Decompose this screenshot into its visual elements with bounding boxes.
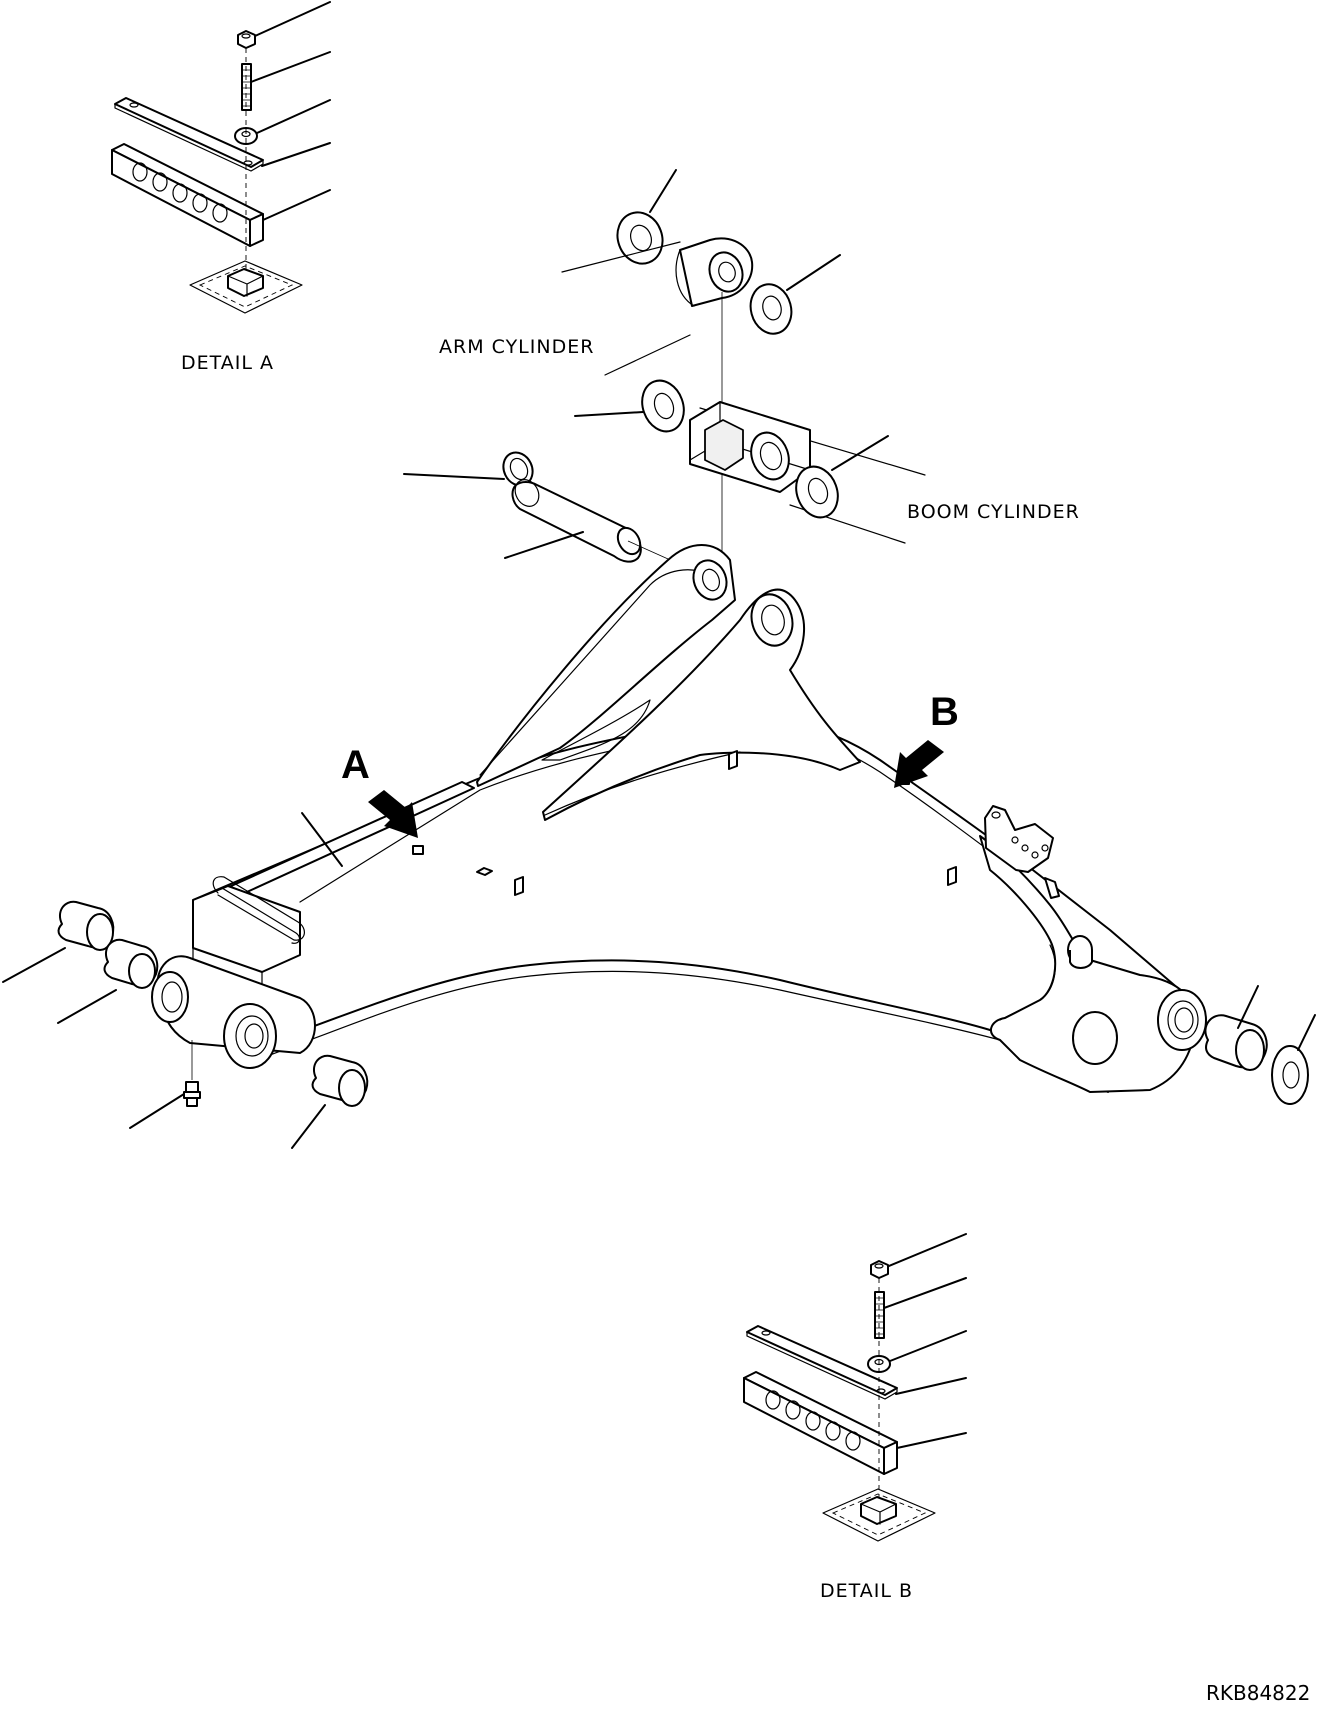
drawing-code: RKB84822 — [1206, 1681, 1310, 1705]
boom-pin — [504, 479, 642, 563]
detail-a-caption: DETAIL A — [181, 352, 274, 374]
detail-a-pad — [111, 143, 331, 247]
view-arrow-b: B — [894, 690, 959, 788]
detail-b-assembly: DETAIL B — [743, 1233, 967, 1602]
arm-washer-right — [749, 254, 841, 335]
bushings-left — [2, 900, 369, 1149]
washer-right — [1271, 1014, 1316, 1105]
rear-bracket-plate — [984, 805, 1060, 899]
arm-washer-upper — [616, 169, 677, 265]
pin-assembly — [403, 451, 716, 581]
arm-cylinder-group: ARM CYLINDER — [439, 169, 841, 605]
grease-fitting — [129, 1040, 201, 1129]
boom-washer-right — [795, 435, 889, 519]
detail-b-caption: DETAIL B — [820, 1580, 913, 1602]
snap-ring — [403, 451, 534, 487]
detail-a-bolt — [241, 51, 331, 111]
detail-b-bolt — [874, 1277, 967, 1339]
detail-b-pad — [743, 1371, 967, 1475]
detail-a-base — [189, 260, 303, 314]
arm-cylinder-label: ARM CYLINDER — [439, 336, 594, 358]
bushing-right — [1204, 985, 1268, 1071]
boom-cylinder-head — [689, 401, 926, 544]
bushings-right — [1204, 985, 1316, 1105]
detail-a-plate — [114, 97, 331, 172]
boom-cylinder-label: BOOM CYLINDER — [907, 501, 1080, 523]
view-a-letter: A — [341, 743, 370, 787]
bushing-left-2 — [57, 938, 159, 1024]
detail-b-base — [822, 1488, 936, 1542]
pad-a-marker — [412, 845, 424, 855]
view-b-letter: B — [930, 690, 959, 734]
detail-a-nut — [237, 1, 331, 49]
view-arrow-a: A — [341, 743, 418, 838]
bushing-bottom — [291, 1054, 369, 1149]
boom-washer-left — [574, 379, 685, 433]
detail-b-plate — [746, 1325, 967, 1400]
boom-body — [129, 544, 1207, 1129]
arm-cylinder-rod-end — [561, 237, 754, 376]
boom-cylinder-group: BOOM CYLINDER — [574, 379, 1080, 544]
bushing-left-1 — [2, 900, 115, 983]
boom-foot-boss — [151, 955, 316, 1069]
detail-b-nut — [870, 1233, 967, 1279]
detail-a-assembly: DETAIL A — [111, 1, 331, 374]
